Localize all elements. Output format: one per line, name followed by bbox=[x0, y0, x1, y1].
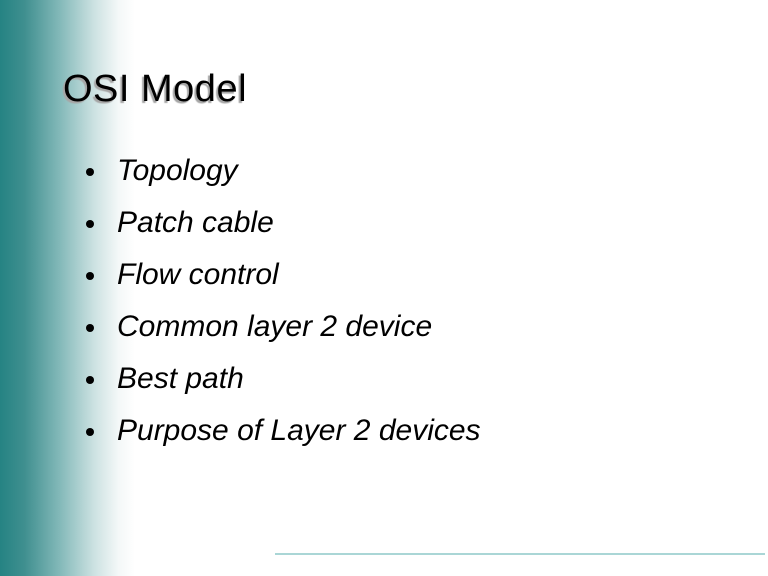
bullet-text: Common layer 2 device bbox=[117, 310, 433, 343]
bullet-text: Topology bbox=[117, 154, 238, 187]
bullet-icon bbox=[86, 168, 94, 176]
slide-title: OSI Model bbox=[63, 68, 248, 110]
bullet-icon bbox=[86, 376, 94, 384]
bullet-text: Best path bbox=[117, 362, 244, 395]
bullet-text: Patch cable bbox=[117, 206, 274, 239]
bullet-icon bbox=[86, 272, 94, 280]
bullet-icon bbox=[86, 324, 94, 332]
footer-divider-line bbox=[275, 553, 765, 555]
bullet-item: Purpose of Layer 2 devices bbox=[86, 405, 481, 457]
bullet-item: Flow control bbox=[86, 249, 481, 301]
bullet-item: Best path bbox=[86, 353, 481, 405]
left-gradient-bar bbox=[0, 0, 135, 576]
bullet-item: Patch cable bbox=[86, 197, 481, 249]
bullet-text: Flow control bbox=[117, 258, 279, 291]
bullet-icon bbox=[86, 220, 94, 228]
bullet-icon bbox=[86, 428, 94, 436]
bullet-text: Purpose of Layer 2 devices bbox=[117, 414, 481, 447]
bullet-item: Topology bbox=[86, 145, 481, 197]
bullet-list: Topology Patch cable Flow control Common… bbox=[86, 145, 481, 457]
bullet-item: Common layer 2 device bbox=[86, 301, 481, 353]
